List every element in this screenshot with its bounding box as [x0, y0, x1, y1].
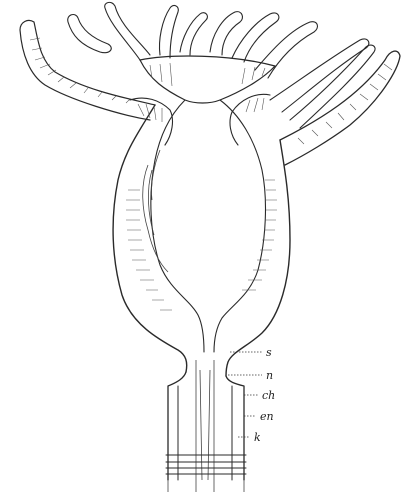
tentacle-left-5 — [68, 15, 112, 53]
cavity-left — [151, 100, 204, 352]
tentacle-right-outer — [280, 51, 400, 165]
label-ch: ch — [262, 389, 275, 402]
polyp-body — [113, 100, 290, 376]
label-s: s — [266, 346, 272, 359]
labels: s n ch en k — [228, 346, 275, 444]
tentacle-right-rings — [298, 64, 392, 144]
label-en: en — [260, 410, 274, 423]
tentacle-right-2 — [232, 13, 279, 62]
tentacle-left-2 — [105, 2, 150, 60]
collar-folds — [130, 94, 270, 145]
tentacle-left-3 — [159, 5, 178, 58]
tentacle-right-1 — [210, 12, 242, 55]
cavity-right — [214, 100, 265, 352]
stalk — [166, 360, 246, 492]
body-outer-right — [226, 140, 290, 376]
tentacle-left-rings — [30, 38, 130, 103]
label-k: k — [254, 431, 261, 444]
label-n: n — [266, 369, 273, 382]
tentacle-group — [20, 2, 400, 165]
tentacle-left-outer — [20, 20, 155, 120]
tentacle-left-4 — [180, 13, 207, 55]
